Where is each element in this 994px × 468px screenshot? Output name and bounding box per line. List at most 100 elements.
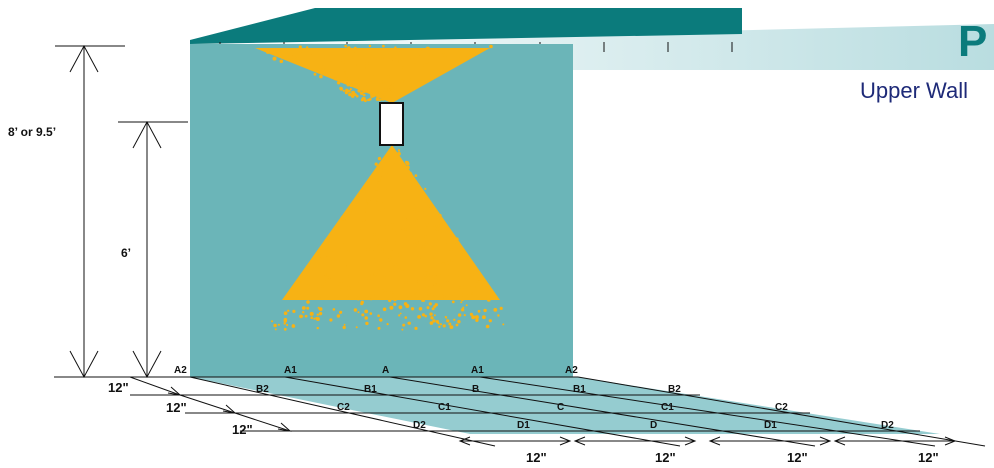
spray-speckle (401, 270, 405, 274)
spray-speckle (465, 254, 469, 257)
spray-speckle (423, 271, 427, 276)
spray-speckle (283, 322, 286, 325)
spray-speckle (378, 176, 382, 180)
spray-speckle (359, 190, 362, 194)
spray-speckle (473, 286, 476, 289)
spray-speckle (471, 292, 474, 295)
spray-speckle (391, 291, 395, 294)
spray-speckle (413, 204, 417, 207)
spray-speckle (389, 260, 394, 264)
spray-speckle (375, 220, 379, 224)
spray-speckle (389, 88, 391, 91)
spray-speckle (410, 83, 415, 88)
spray-speckle (490, 294, 494, 298)
spray-speckle (405, 179, 409, 183)
spray-speckle (354, 63, 357, 67)
spray-speckle (301, 306, 306, 310)
spray-speckle (353, 308, 358, 312)
spray-speckle (286, 323, 289, 327)
spray-speckle (360, 302, 364, 306)
spray-speckle (489, 44, 493, 49)
spray-speckle (451, 285, 455, 288)
spray-speckle (488, 319, 492, 323)
spray-speckle (376, 165, 380, 168)
spray-speckle (363, 247, 367, 251)
spray-speckle (429, 312, 433, 316)
spray-speckle (313, 72, 317, 76)
spray-speckle (452, 252, 457, 256)
spray-speckle (379, 166, 383, 169)
spray-speckle (445, 316, 448, 319)
spray-speckle (424, 187, 427, 190)
spray-speckle (318, 257, 322, 261)
spray-speckle (340, 288, 343, 291)
spray-speckle (389, 83, 392, 86)
spray-speckle (476, 269, 479, 272)
spray-speckle (356, 194, 359, 197)
spray-speckle (341, 217, 344, 220)
spray-speckle (446, 280, 449, 283)
spray-speckle (384, 253, 387, 256)
spray-speckle (423, 276, 427, 279)
spray-speckle (325, 254, 329, 257)
spray-speckle (344, 44, 348, 48)
spray-speckle (457, 320, 461, 324)
spray-speckle (383, 291, 388, 296)
spray-speckle (426, 306, 430, 310)
spray-speckle (414, 239, 419, 244)
spray-speckle (384, 87, 388, 92)
zone-label-b2-left: B2 (256, 384, 269, 395)
spray-speckle (467, 283, 471, 288)
spray-speckle (350, 94, 355, 98)
spray-speckle (401, 58, 404, 61)
spray-speckle (334, 77, 338, 81)
spray-speckle (357, 89, 361, 93)
spray-speckle (376, 71, 380, 76)
spray-speckle (319, 74, 323, 79)
spray-speckle (296, 287, 301, 292)
spray-speckle (390, 254, 393, 257)
spray-speckle (422, 194, 426, 199)
spray-speckle (348, 89, 351, 93)
spray-speckle (424, 235, 428, 239)
spray-speckle (298, 280, 301, 283)
spray-speckle (442, 50, 446, 54)
spray-speckle (414, 293, 416, 296)
spray-speckle (390, 250, 394, 253)
spray-speckle (376, 98, 379, 101)
spray-speckle (364, 309, 369, 314)
spray-speckle (352, 55, 356, 60)
spray-speckle (359, 91, 364, 95)
spray-speckle (300, 315, 304, 318)
spray-speckle (440, 294, 444, 299)
spray-speckle (364, 202, 368, 206)
spray-speckle (347, 46, 351, 50)
spray-speckle (345, 88, 349, 92)
spray-speckle (432, 258, 436, 261)
spray-speckle (382, 80, 385, 84)
spray-speckle (483, 308, 487, 313)
spray-speckle (469, 48, 473, 53)
spray-speckle (397, 280, 401, 284)
spray-speckle (379, 318, 383, 322)
spray-speckle (354, 51, 357, 54)
spray-speckle (497, 314, 500, 317)
spray-speckle (370, 54, 375, 59)
spray-speckle (336, 60, 341, 65)
spray-speckle (398, 314, 401, 317)
spray-speckle (458, 286, 461, 289)
spray-speckle (343, 69, 346, 72)
spray-speckle (357, 226, 361, 231)
spray-speckle (466, 277, 471, 282)
spray-speckle (336, 314, 341, 318)
spray-speckle (426, 276, 431, 280)
spray-speckle (339, 87, 343, 91)
spray-speckle (439, 323, 442, 326)
spray-speckle (291, 324, 296, 328)
spray-speckle (425, 59, 430, 64)
spray-speckle (373, 233, 377, 236)
spray-speckle (393, 302, 397, 306)
spray-speckle (425, 286, 429, 290)
spray-speckle (435, 227, 440, 231)
spray-speckle (364, 316, 369, 320)
